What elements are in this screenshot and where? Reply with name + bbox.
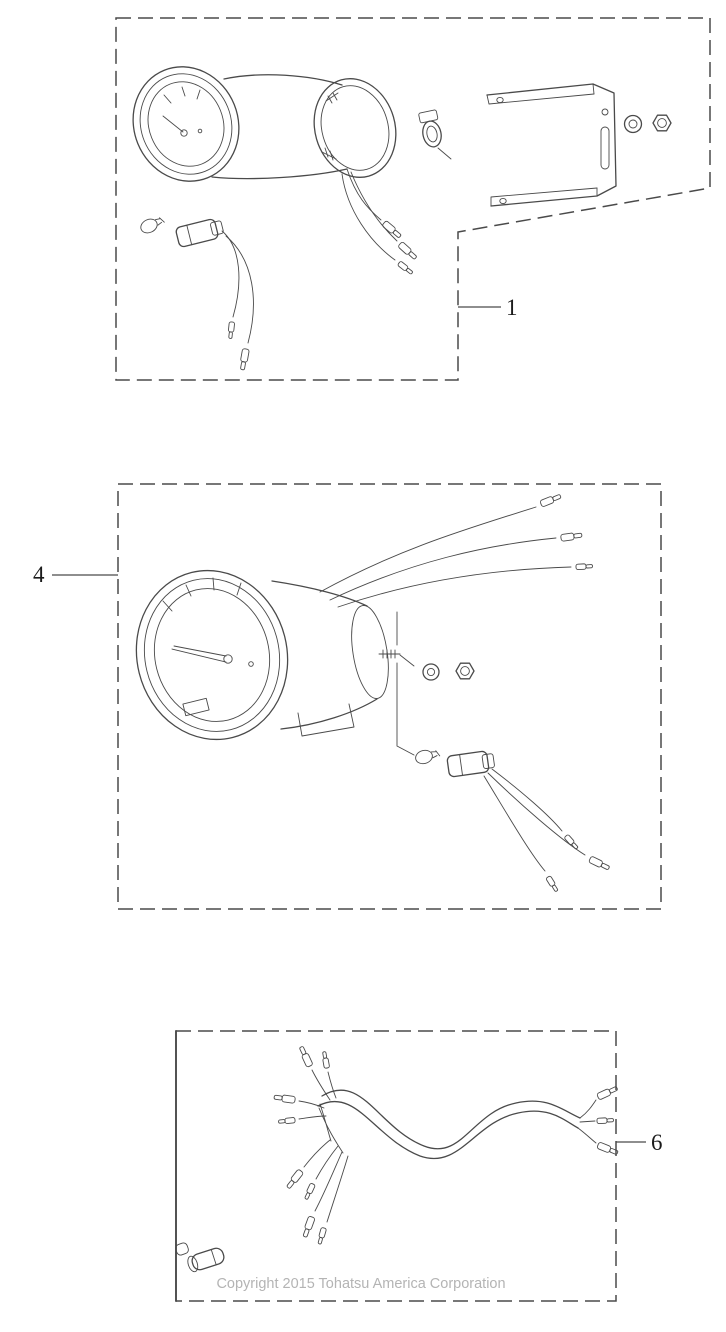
wire (303, 1139, 331, 1168)
tachometer-assembly-drawing (132, 66, 672, 371)
wire (327, 1071, 337, 1099)
gauge-dial-marks (162, 86, 203, 137)
bullet-connector (297, 1045, 314, 1068)
assembly-6-label: 6 (651, 1130, 663, 1155)
bullet-connector (575, 562, 594, 571)
gauge-face (132, 66, 240, 182)
bullet-connector (303, 1182, 316, 1201)
assembly-1-label: 1 (506, 295, 518, 320)
wire (298, 1115, 327, 1120)
bracket-hole (499, 197, 507, 205)
bullet-connector (596, 1116, 615, 1125)
gauge-body-line (280, 698, 378, 730)
assembly-4-callout: 4 (33, 483, 662, 910)
wire (315, 1145, 339, 1180)
assembly-line (399, 654, 415, 667)
wire (577, 1127, 597, 1144)
bullet-connector (227, 321, 236, 340)
bullet-connector (596, 1084, 619, 1101)
mounting-bracket (486, 83, 617, 207)
wire-harness-drawing (175, 1045, 620, 1273)
wire (579, 1120, 596, 1123)
wire (329, 537, 557, 601)
gauge-face (135, 569, 289, 741)
bullet-connector (277, 1116, 296, 1125)
bracket-hole (601, 108, 609, 116)
assembly-line (396, 611, 415, 756)
assembly-6-dashed-border (176, 1030, 617, 1302)
spare-bulb (187, 1247, 225, 1273)
wire (326, 1155, 349, 1223)
bullet-connector (316, 1226, 328, 1246)
bullet-connector (588, 855, 611, 872)
assembly-1-dashed-border (115, 17, 711, 381)
wire (225, 235, 254, 344)
wire (350, 171, 398, 242)
bullet-connector (301, 1215, 316, 1239)
wire (319, 506, 537, 593)
bullet-connector (539, 492, 563, 508)
bullet-connector (396, 260, 415, 276)
clamp-link-line (437, 147, 452, 160)
wire (221, 230, 240, 318)
wire (491, 768, 563, 832)
illumination-bulb (140, 217, 165, 234)
assembly-1-callout: 1 (115, 17, 711, 381)
bullet-connector (273, 1093, 296, 1104)
bullet-connector (238, 347, 250, 371)
wire (483, 775, 546, 872)
assembly-4-dashed-border (117, 483, 662, 910)
illumination-bulb (415, 749, 441, 765)
mounting-stud (321, 147, 337, 161)
wire (311, 1069, 331, 1101)
gauge-wire-leads (319, 492, 594, 608)
gauge-rear-ring (313, 78, 397, 178)
wire (319, 1103, 332, 1142)
gauge-body-line (223, 74, 343, 86)
gauge-wire-leads (341, 168, 419, 276)
mounting-stud (378, 649, 401, 659)
gauge-body-line (271, 580, 368, 607)
wire (314, 1151, 343, 1212)
wire (346, 168, 382, 221)
bullet-connector (560, 531, 583, 542)
wire (318, 1107, 344, 1154)
bulb-cap (175, 1242, 189, 1256)
assembly-6-callout: 6 (175, 1030, 663, 1302)
gauge-rear-end (351, 605, 389, 699)
copyright-text: Copyright 2015 Tohatsu America Corporati… (216, 1276, 505, 1292)
hex-nut (652, 114, 672, 132)
hex-nut (455, 662, 475, 680)
wire (337, 566, 572, 608)
bulb-socket (175, 218, 254, 371)
washer (623, 114, 643, 134)
speedometer-assembly-drawing (135, 492, 611, 893)
harness-trunk (321, 1089, 581, 1150)
gauge-under-bracket (297, 703, 355, 737)
assembly-4-label: 4 (33, 562, 45, 587)
wire (487, 772, 586, 856)
bracket-slot (600, 126, 610, 170)
gauge-body-line (211, 168, 348, 180)
bullet-connector (397, 240, 419, 262)
wire (341, 173, 396, 261)
bulb-socket (446, 750, 611, 893)
wire (579, 1099, 597, 1119)
dial-window (182, 697, 210, 717)
wire (298, 1100, 325, 1109)
gauge-clamp (418, 109, 442, 148)
gauge-dial-marks (162, 577, 254, 717)
mounting-stud (325, 92, 339, 104)
bullet-connector (284, 1168, 305, 1191)
bracket-hole (496, 96, 504, 104)
washer (422, 663, 440, 681)
bullet-connector (545, 875, 560, 893)
harness-trunk (317, 1100, 579, 1159)
bullet-connector (320, 1050, 331, 1069)
